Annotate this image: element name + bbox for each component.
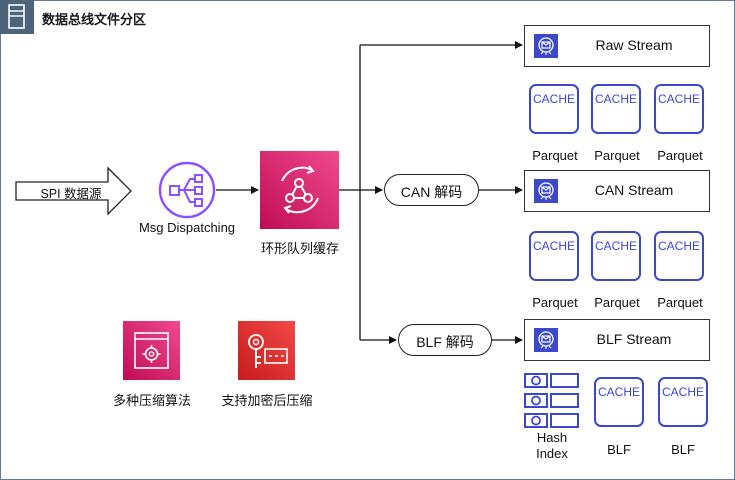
raw-output-label: Parquet: [532, 148, 578, 163]
spi-source-arrow: [15, 166, 132, 216]
cache-icon: CACHE: [594, 377, 644, 427]
can-output-label: Parquet: [532, 295, 578, 310]
hash-index-label: Hash Index: [536, 430, 568, 461]
can-output-label: Parquet: [594, 295, 640, 310]
ring-buffer-label: 环形队列缓存: [260, 241, 339, 256]
firehose-icon: [534, 328, 558, 352]
can-stream-box: CAN Stream: [524, 170, 710, 212]
diagram-title: 数据总线文件分区: [42, 13, 147, 28]
compression-label: 多种压缩算法: [112, 393, 191, 408]
can-stream-label: CAN Stream: [594, 182, 674, 198]
blf-decoder: BLF 解码: [398, 324, 492, 356]
raw-output-label: Parquet: [657, 148, 703, 163]
blf-output-label: BLF: [671, 442, 695, 457]
blf-stream-label: BLF Stream: [596, 331, 672, 347]
stream-processing-icon: [260, 151, 339, 229]
key-icon: [238, 321, 295, 380]
cache-icon: CACHE: [658, 377, 708, 427]
raw-stream-box: Raw Stream: [524, 25, 710, 67]
group-header-icon: [0, 0, 34, 34]
cache-icon: CACHE: [529, 231, 579, 281]
raw-stream-label: Raw Stream: [595, 37, 673, 53]
blf-stream-box: BLF Stream: [524, 319, 710, 361]
can-decoder: CAN 解码: [384, 174, 479, 206]
router-icon: [158, 161, 216, 219]
firehose-icon: [534, 179, 558, 203]
encryption-label: 支持加密后压缩: [221, 393, 313, 408]
server-icon: [8, 4, 25, 29]
cache-icon: CACHE: [591, 231, 641, 281]
can-output-label: Parquet: [657, 295, 703, 310]
firehose-icon: [534, 34, 558, 58]
hash-index-icon: [524, 373, 579, 428]
cache-icon: CACHE: [529, 84, 579, 134]
settings-window-icon: [123, 321, 180, 380]
cache-icon: CACHE: [654, 231, 704, 281]
cache-icon: CACHE: [591, 84, 641, 134]
can-decoder-label: CAN 解码: [400, 184, 463, 200]
raw-output-label: Parquet: [594, 148, 640, 163]
blf-decoder-label: BLF 解码: [416, 334, 474, 350]
blf-output-label: BLF: [607, 442, 631, 457]
dispatcher-label: Msg Dispatching: [138, 220, 236, 235]
spi-source-label: SPI 数据源: [40, 187, 102, 201]
cache-icon: CACHE: [654, 84, 704, 134]
